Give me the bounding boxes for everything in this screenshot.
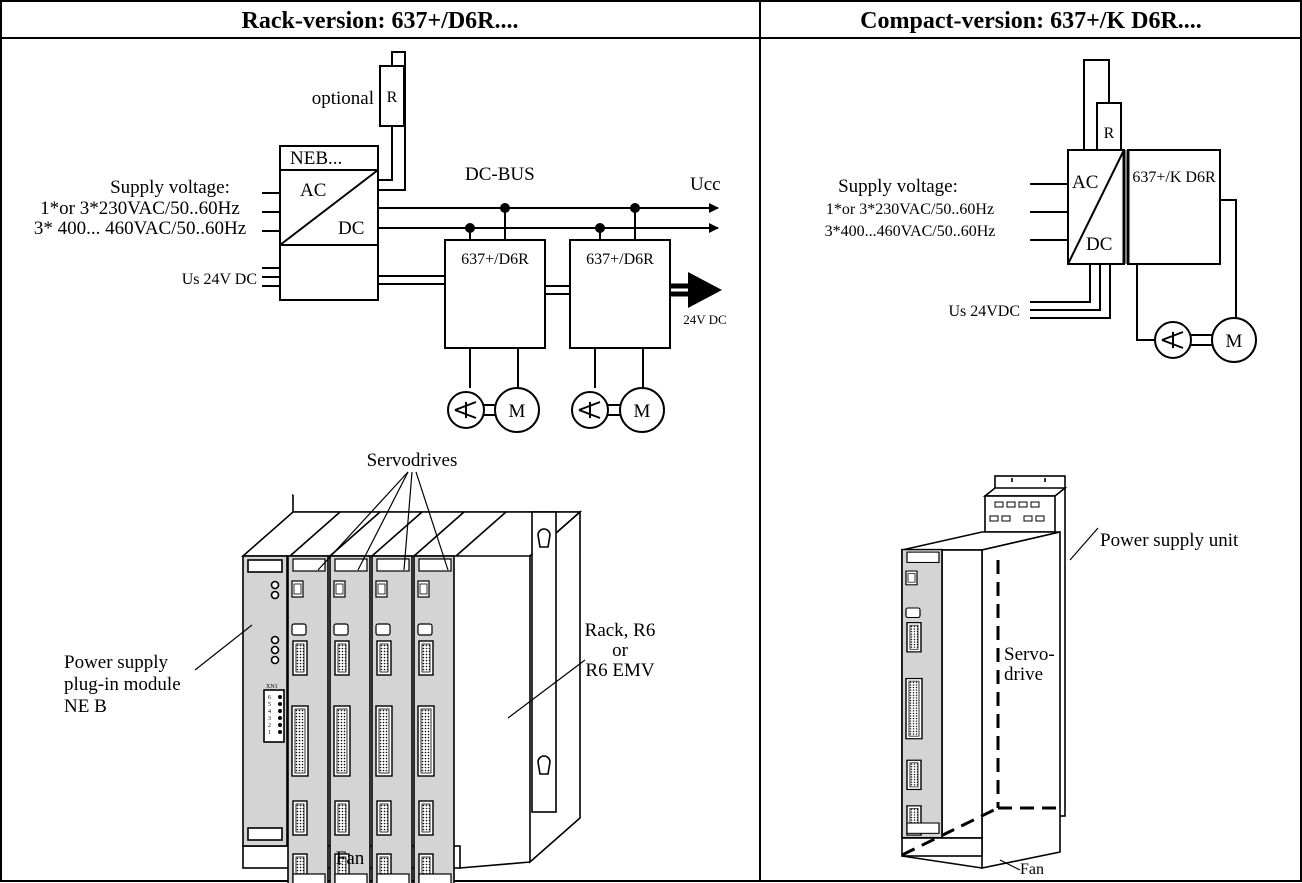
motor-1 [494,387,540,433]
compact-ac-label: AC [1072,172,1098,193]
compact-us-label: Us 24VDC [948,303,1020,320]
svg-text:2: 2 [268,723,271,729]
motor-label-2: M [634,401,651,422]
svg-text:1: 1 [268,730,271,736]
rack-drawing [240,494,583,869]
resistor-label: R [387,89,398,106]
servodrives-label: Servodrives [367,450,458,471]
compact-version-header: Compact-version: 637+/K D6R.... [860,8,1202,34]
compact-supply-title: Supply voltage: [838,176,958,197]
servodrive-module-1 [288,556,328,883]
rack-label-1: Rack, R6 [585,620,656,641]
supply-voltage-line1: 1*or 3*230VAC/50..60Hz [40,198,240,219]
xn1-terminal: XN1 6 5 4 3 2 1 [266,684,282,736]
braking-resistor [379,65,405,127]
svg-text:6: 6 [268,695,271,701]
compact-schematic [1030,59,1257,363]
dc-bus-label: DC-BUS [465,164,535,185]
compact-servodrive-connectors [902,550,942,838]
servodrive-module-3 [372,556,412,883]
rack-version-header: Rack-version: 637+/D6R.... [242,8,519,34]
power-supply-label-2: plug-in module [64,674,181,695]
supply-voltage-title: Supply voltage: [110,177,230,198]
power-supply-label-3: NE B [64,696,107,717]
compact-drive-label: 637+/K D6R [1132,169,1216,186]
rack-label-2: or [612,640,629,661]
svg-text:5: 5 [268,702,271,708]
power-supply-label-1: Power supply [64,652,168,673]
servodrive-module-2 [330,556,370,883]
compact-drive-box [1127,149,1221,265]
compact-fan-label: Fan [1020,861,1044,878]
compact-supply-line2: 3*400...460VAC/50..60Hz [825,223,996,240]
svg-text:3: 3 [268,716,271,722]
motor-2 [619,387,665,433]
compact-dc-label: DC [1086,234,1112,255]
compact-motor-label: M [1226,331,1243,352]
ac-label: AC [300,180,326,201]
compact-motor [1211,317,1257,363]
dc-label: DC [338,218,364,239]
us-24v-label: Us 24V DC [182,271,257,288]
compact-resistor-label: R [1104,125,1115,142]
output-24v-label: 24V DC [683,312,726,327]
compact-supply-line1: 1*or 3*230VAC/50..60Hz [826,201,994,218]
neb-label: NEB... [290,148,342,169]
neb-module [279,145,379,301]
drive-box-1 [444,239,546,349]
ucc-label: Ucc [690,174,721,195]
drive-label-2: 637+/D6R [586,251,654,268]
svg-text:XN1: XN1 [266,684,278,690]
24v-output-arrow [688,272,722,308]
servo-label-1: Servo- [1004,644,1055,665]
rack-schematic [262,51,719,433]
power-supply-unit-label: Power supply unit [1100,530,1239,551]
servodrive-module-4 [414,556,454,883]
motor-label-1: M [509,401,526,422]
servo-label-2: drive [1004,664,1043,685]
optional-label: optional [312,88,374,109]
rack-label-3: R6 EMV [585,660,654,681]
rack-fan-label: Fan [336,848,365,869]
svg-text:4: 4 [268,709,271,715]
drive-label-1: 637+/D6R [461,251,529,268]
supply-voltage-line2: 3* 400... 460VAC/50..60Hz [34,218,246,239]
